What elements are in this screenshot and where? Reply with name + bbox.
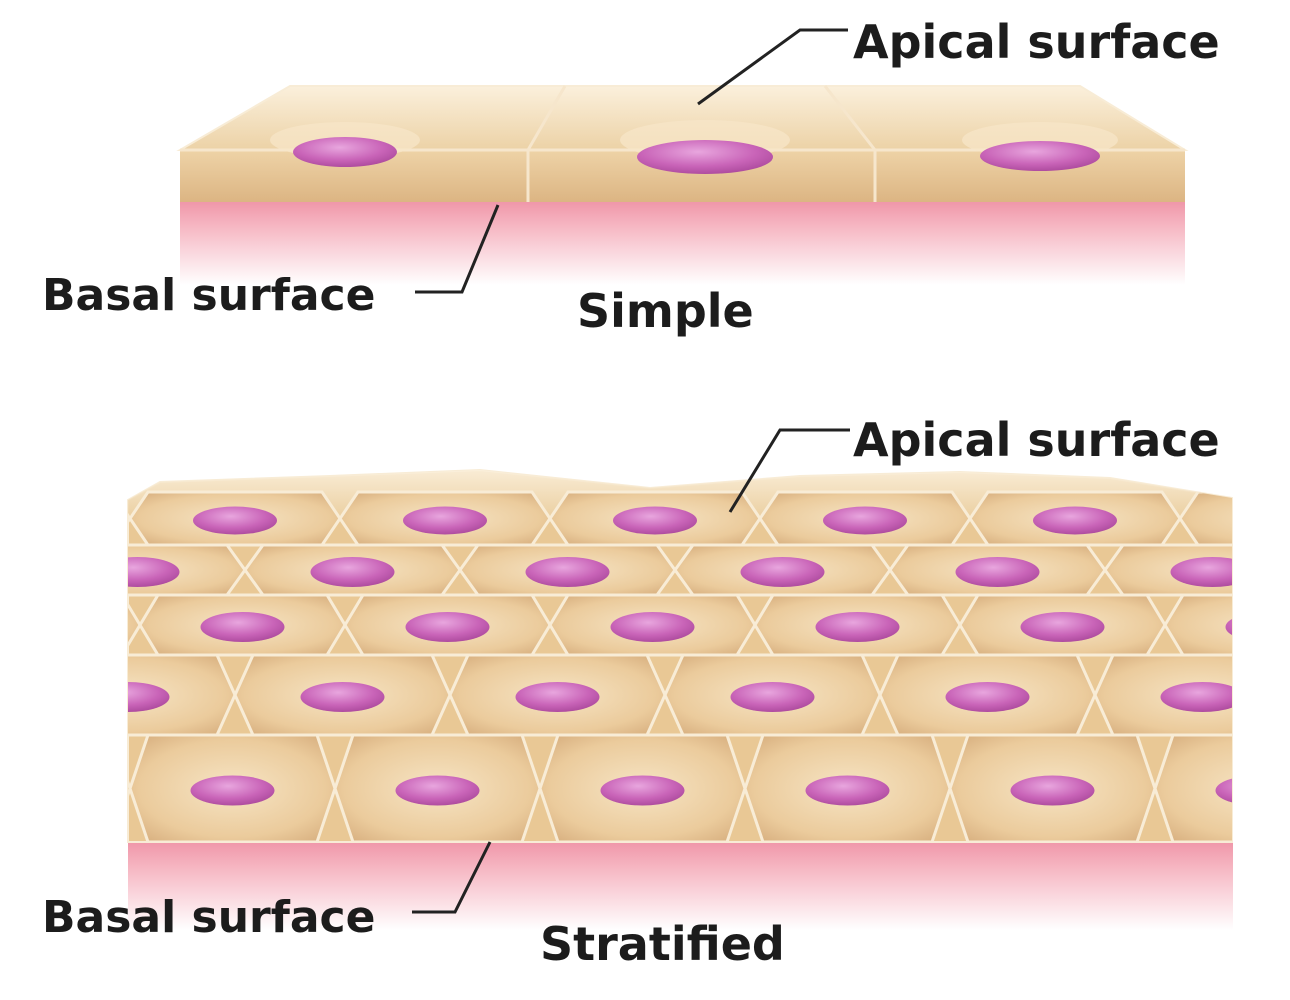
epithelial-cell xyxy=(128,593,142,657)
nucleus xyxy=(1225,612,1232,642)
nucleus xyxy=(805,775,890,806)
nucleus xyxy=(815,612,900,642)
simple-nuclei xyxy=(293,137,1100,174)
stratified-nuclei xyxy=(0,506,1290,806)
stratified-caption: Stratified xyxy=(540,917,785,971)
simple-epithelium: Apical surface Basal surface Simple xyxy=(42,15,1220,338)
nucleus xyxy=(955,557,1040,587)
nucleus xyxy=(310,557,395,587)
nucleus xyxy=(1243,507,1290,535)
nucleus xyxy=(200,612,285,642)
nucleus xyxy=(0,612,80,642)
stratified-epithelium: Apical surface Basal surface Stratified xyxy=(0,413,1290,971)
stratified-basement-membrane xyxy=(128,835,1233,930)
nucleus xyxy=(190,775,275,806)
epithelial-cell xyxy=(0,545,30,595)
epithelial-cell xyxy=(128,733,132,842)
nucleus xyxy=(193,506,277,535)
nucleus xyxy=(1033,506,1117,535)
nucleus xyxy=(980,141,1100,171)
simple-caption: Simple xyxy=(577,284,754,338)
simple-basal-label: Basal surface xyxy=(42,270,375,321)
simple-apical-leader-line xyxy=(697,28,848,106)
nucleus xyxy=(945,682,1030,712)
simple-basal-leader-line xyxy=(415,204,500,294)
epithelial-cell xyxy=(1153,733,1232,842)
simple-apical-label: Apical surface xyxy=(853,15,1220,69)
nucleus xyxy=(613,506,697,535)
stratified-basal-leader-line xyxy=(412,841,492,914)
nucleus xyxy=(740,557,825,587)
epithelial-cell xyxy=(128,490,132,547)
nucleus xyxy=(1160,682,1232,712)
epithelial-cell xyxy=(1163,593,1232,657)
nucleus xyxy=(600,775,685,806)
nucleus xyxy=(1010,775,1095,806)
nucleus xyxy=(525,557,610,587)
epithelial-cell xyxy=(1178,490,1232,547)
nucleus xyxy=(128,557,180,587)
nucleus xyxy=(0,776,70,806)
nucleus xyxy=(403,506,487,535)
nucleus xyxy=(1170,557,1232,587)
nucleus xyxy=(395,775,480,806)
nucleus xyxy=(0,507,67,535)
nucleus xyxy=(293,137,397,167)
nucleus xyxy=(128,682,170,712)
epithelial-cell xyxy=(0,655,20,735)
stratified-basal-label: Basal surface xyxy=(42,892,375,943)
nucleus xyxy=(637,140,773,174)
nucleus xyxy=(405,612,490,642)
nucleus xyxy=(730,682,815,712)
nucleus xyxy=(610,612,695,642)
stratified-apical-label: Apical surface xyxy=(853,413,1220,467)
nucleus xyxy=(1020,612,1105,642)
simple-basement-membrane xyxy=(180,195,1185,285)
stratified-apical-leader-line xyxy=(728,428,850,513)
nucleus xyxy=(823,506,907,535)
nucleus xyxy=(515,682,600,712)
nucleus xyxy=(300,682,385,712)
